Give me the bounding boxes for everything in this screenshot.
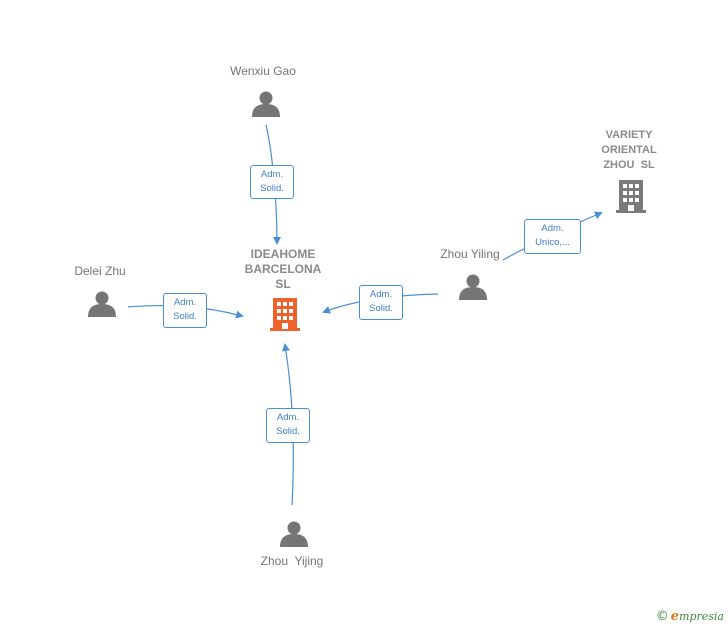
edge-role: Adm. [276,412,300,423]
edge-role-detail: Unico,... [535,237,570,248]
person-label-zhou-yijing[interactable]: Zhou Yijing [260,554,324,568]
edge-role-detail: Solid. [369,303,393,314]
person-icon [280,521,308,547]
person-icon [252,91,280,117]
edge-label-yiling-variety: Adm. Unico,... [524,219,581,254]
building-icon [616,180,646,213]
edge-role-detail: Solid. [260,183,284,194]
edge-role: Adm. [260,169,284,180]
edge-role: Adm. [173,297,197,308]
company-label-variety[interactable]: VARIETY ORIENTAL ZHOU SL [601,129,657,171]
person-label-wenxiu-gao[interactable]: Wenxiu Gao [230,64,296,78]
brand-logo: ©empresia [656,609,724,624]
brand-initial: e [670,609,680,624]
edge-label-wenxiu: Adm. Solid. [250,165,294,199]
company-label-ideahome[interactable]: IDEAHOME BARCELONA SL [244,247,322,291]
copyright-symbol: © [655,609,669,624]
building-icon [270,298,300,331]
edge-label-yijing: Adm. Solid. [266,408,310,443]
edge-role: Adm. [369,289,393,300]
person-icon [88,291,116,317]
edge-label-yiling-ideahome: Adm. Solid. [359,285,403,320]
edge-role-detail: Solid. [276,426,300,437]
person-label-delei-zhu[interactable]: Delei Zhu [74,264,126,278]
person-icon [459,274,487,300]
edge-role-detail: Solid. [173,311,197,322]
brand-name: mpresia [679,610,724,623]
edge-role: Adm. [541,223,564,234]
person-label-zhou-yiling[interactable]: Zhou Yiling [440,247,500,261]
edge-label-delei: Adm. Solid. [163,293,207,328]
